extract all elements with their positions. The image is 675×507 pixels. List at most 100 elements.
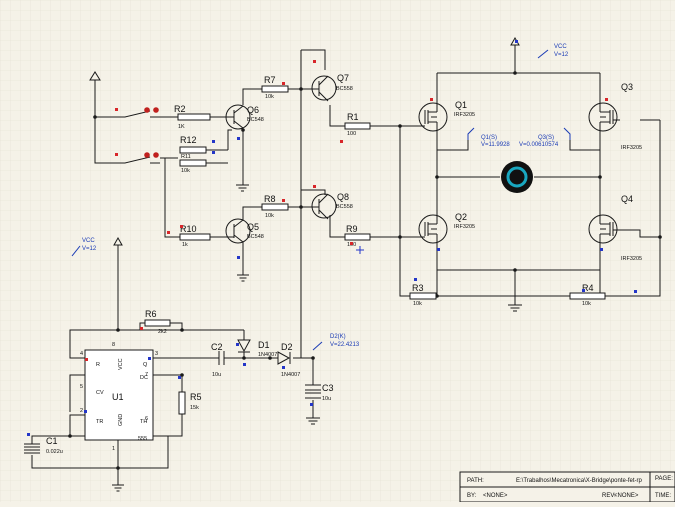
svg-text:VCC: VCC — [118, 358, 124, 370]
resistor-r3[interactable]: R3 10k — [409, 283, 437, 307]
transistor-q8[interactable]: Q8 BC558 — [311, 192, 353, 220]
svg-text:VCC: VCC — [82, 238, 95, 244]
resistor-r1[interactable]: R1 100 — [344, 112, 371, 137]
resistor-r4[interactable]: R4 10k — [569, 283, 606, 307]
svg-text:6: 6 — [145, 416, 148, 422]
svg-text:Q1(S): Q1(S) — [481, 135, 497, 141]
title-block: PATH: E:\Trabalhos\Mecatronica\X-Bridge\… — [459, 471, 675, 503]
transistor-q6[interactable]: Q6 BC548 — [225, 104, 264, 130]
svg-text:IRF3205: IRF3205 — [454, 224, 475, 230]
svg-text:3: 3 — [155, 351, 158, 357]
svg-text:8: 8 — [112, 342, 115, 348]
svg-text:Q3: Q3 — [621, 82, 633, 92]
svg-text:DC: DC — [140, 375, 148, 381]
svg-text:IRF3205: IRF3205 — [621, 256, 642, 262]
mosfet-q3[interactable]: Q3 IRF3205 — [588, 82, 642, 151]
svg-text:C2: C2 — [211, 342, 223, 352]
mosfet-q2[interactable]: Q2 IRF3205 — [418, 212, 475, 245]
resistor-r8[interactable]: R8 10k — [261, 194, 289, 219]
svg-text:V=12: V=12 — [554, 52, 569, 58]
title-rev-label: REV: — [602, 493, 616, 499]
svg-text:U1: U1 — [112, 392, 124, 402]
capacitor-c1[interactable]: C1 0.022u — [24, 436, 63, 455]
svg-text:0.022u: 0.022u — [46, 449, 63, 455]
svg-text:V=0.00610574: V=0.00610574 — [519, 142, 559, 148]
svg-text:BC558: BC558 — [336, 86, 353, 92]
svg-text:10k: 10k — [265, 213, 274, 219]
svg-text:10u: 10u — [322, 396, 331, 402]
svg-text:15k: 15k — [190, 405, 199, 411]
diode-d1[interactable]: D1 1N4007 — [237, 339, 277, 358]
ground-symbol[interactable] — [112, 184, 522, 492]
resistor-r12[interactable]: R12 — [179, 135, 207, 154]
svg-text:1k: 1k — [182, 242, 188, 248]
mosfet-q1[interactable]: Q1 IRF3205 — [418, 100, 475, 132]
capacitor-c2[interactable]: C2 10u — [211, 342, 232, 378]
switch-bottom[interactable] — [115, 152, 160, 164]
probe-d2k[interactable]: D2(K) V=22.4213 — [312, 334, 360, 351]
svg-text:BC548: BC548 — [247, 117, 264, 123]
svg-text:R6: R6 — [145, 309, 157, 319]
svg-text:Q: Q — [143, 362, 148, 368]
title-by-value: <NONE> — [483, 493, 508, 499]
svg-text:10k: 10k — [413, 301, 422, 307]
probe-q1s[interactable]: Q1(S) V=11.9928 — [467, 127, 510, 148]
svg-text:R5: R5 — [190, 392, 202, 402]
probe-q3s[interactable]: Q3(S) V=0.00610574 — [519, 127, 571, 148]
svg-text:5: 5 — [80, 384, 83, 390]
resistor-r10[interactable]: R10 1k — [179, 224, 211, 248]
terminal-input-arrow[interactable] — [89, 71, 101, 86]
diode-d2[interactable]: D2 1N4007 — [277, 342, 300, 378]
svg-text:1K: 1K — [178, 124, 185, 130]
svg-text:4: 4 — [80, 351, 83, 357]
transistor-q5[interactable]: Q5 BC548 — [225, 218, 264, 244]
svg-text:D2(K): D2(K) — [330, 334, 346, 340]
svg-text:R11: R11 — [181, 154, 191, 160]
svg-text:IRF3205: IRF3205 — [621, 145, 642, 151]
resistor-r11[interactable]: R11 10k — [179, 154, 207, 174]
svg-text:TH: TH — [140, 419, 147, 425]
svg-text:V=12: V=12 — [82, 246, 97, 252]
svg-text:R4: R4 — [582, 283, 594, 293]
svg-text:R2: R2 — [174, 104, 186, 114]
svg-text:D2: D2 — [281, 342, 293, 352]
svg-text:Q7: Q7 — [337, 73, 349, 83]
svg-text:C1: C1 — [46, 436, 58, 446]
svg-text:Q6: Q6 — [247, 105, 259, 115]
svg-text:1: 1 — [112, 446, 115, 452]
svg-text:555: 555 — [138, 436, 147, 442]
svg-text:V=11.9928: V=11.9928 — [481, 142, 510, 148]
ic-555-u1[interactable]: U1 555 R VCC DC CV TR GND TH Q 4 8 3 7 5… — [80, 342, 158, 452]
svg-text:IRF3205: IRF3205 — [454, 112, 475, 118]
svg-text:R12: R12 — [180, 135, 197, 145]
title-rev-value: <NONE> — [614, 493, 639, 499]
svg-text:R10: R10 — [180, 224, 197, 234]
svg-text:1N4007: 1N4007 — [258, 352, 277, 358]
svg-text:BC558: BC558 — [336, 204, 353, 210]
resistor-r7[interactable]: R7 10k — [261, 75, 289, 100]
capacitor-c3[interactable]: C3 10u — [305, 383, 334, 402]
mosfet-q4[interactable]: Q4 IRF3205 — [588, 194, 642, 262]
resistor-r2[interactable]: R2 1K — [174, 104, 211, 130]
resistor-r6[interactable]: R6 2k2 — [144, 309, 171, 335]
svg-text:R8: R8 — [264, 194, 276, 204]
terminal-vcc-left[interactable]: VCC V=12 — [71, 236, 123, 257]
transistor-q7[interactable]: Q7 BC558 — [311, 73, 353, 102]
title-by-label: BY: — [467, 493, 477, 499]
svg-text:C3: C3 — [322, 383, 334, 393]
title-path-value: E:\Trabalhos\Mecatronica\X-Bridge\ponte-… — [516, 478, 642, 484]
svg-text:R9: R9 — [346, 224, 358, 234]
resistor-r5[interactable]: R5 15k — [178, 391, 202, 415]
svg-text:Q5: Q5 — [247, 222, 259, 232]
svg-text:GND: GND — [118, 414, 124, 426]
switch-top[interactable] — [115, 107, 160, 118]
svg-text:BC548: BC548 — [247, 234, 264, 240]
svg-text:D1: D1 — [258, 340, 270, 350]
dc-motor-icon[interactable] — [501, 161, 533, 193]
title-time-label: TIME: — [655, 493, 671, 499]
svg-text:R3: R3 — [412, 283, 424, 293]
title-page-label: PAGE: — [655, 476, 673, 482]
svg-text:10k: 10k — [265, 94, 274, 100]
svg-text:1N4007: 1N4007 — [281, 372, 300, 378]
